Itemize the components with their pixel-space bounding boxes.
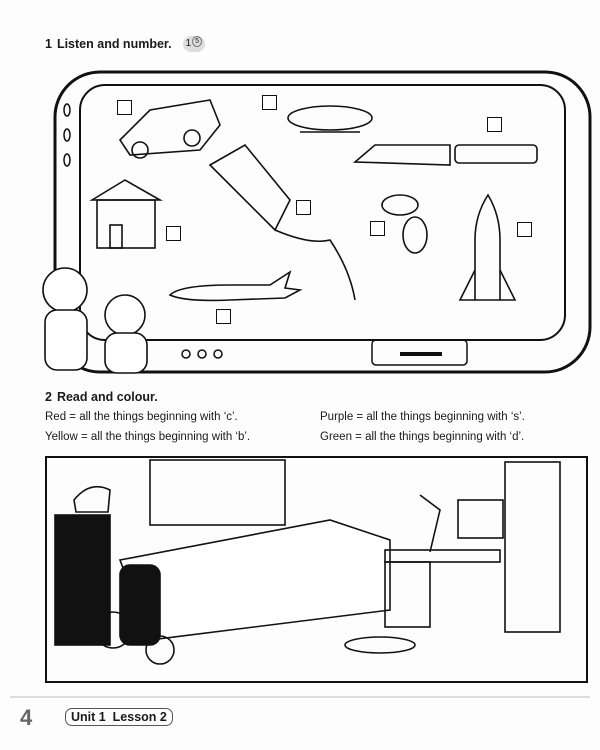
number-box-dog[interactable] [370,221,385,236]
bedroom-picture-frame [45,456,588,683]
tablet-side-buttons [63,103,71,167]
car-drawing [118,99,221,159]
tablet-dots-icon [181,349,223,359]
colour-rule-purple: Purple = all the things beginning with ‘… [320,411,525,423]
track-sub: 5 [192,36,203,47]
alien-characters-drawing [42,267,148,374]
tablet-screen [79,84,566,341]
colour-rule-yellow: Yellow = all the things beginning with ‘… [45,431,251,443]
exercise-2-heading: 2 Read and colour. [45,390,158,404]
number-box-kite[interactable] [296,200,311,215]
number-box-car[interactable] [117,100,132,115]
rocket-drawing [458,193,517,301]
kite-drawing [208,143,356,301]
plane-drawing [168,270,303,302]
dog-drawing [381,194,428,254]
footer-divider [10,696,590,698]
exercise-number: 1 [45,37,52,51]
unit-lesson-label: Unit 1 Lesson 2 [65,708,173,726]
colour-rule-green: Green = all the things beginning with ‘d… [320,431,525,443]
exercise-number: 2 [45,390,52,404]
number-box-plane[interactable] [216,309,231,324]
exercise-instruction: Listen and number. [56,37,172,51]
bedroom-drawing [54,459,561,665]
number-box-house[interactable] [166,226,181,241]
number-box-train[interactable] [487,117,502,132]
tablet-home-bar [371,339,468,366]
page-number: 4 [20,705,33,730]
track-number: 1 [185,38,192,49]
house-drawing [89,179,164,249]
train-drawing [352,144,538,166]
number-box-helicopter[interactable] [262,95,277,110]
exercise-instruction: Read and colour. [56,390,158,404]
colour-rule-red: Red = all the things beginning with ‘c’. [45,411,238,423]
helicopter-drawing [287,105,373,133]
number-box-rocket[interactable] [517,222,532,237]
tablet-frame [53,70,592,374]
